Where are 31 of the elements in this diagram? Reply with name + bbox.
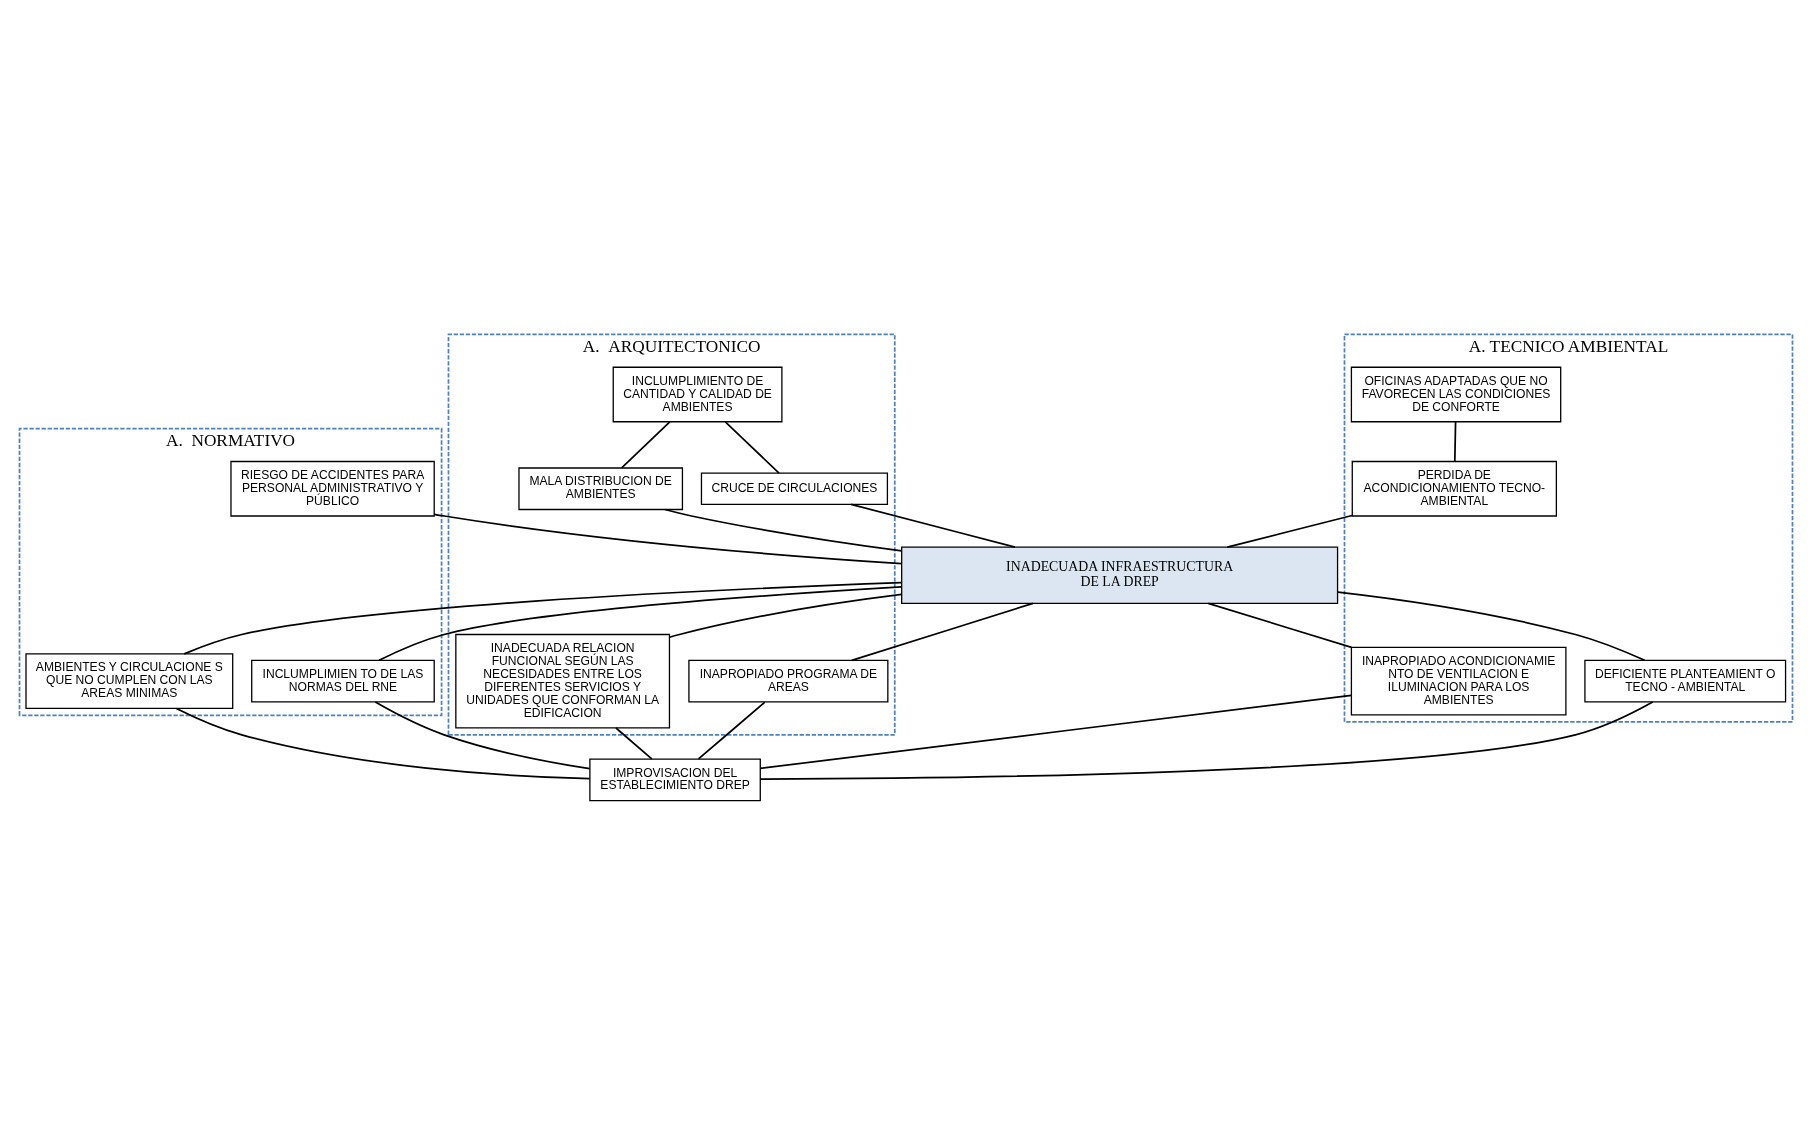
node-box: RIESGO DE ACCIDENTES PARA PERSONAL ADMINISTRATIVO Y PÚBLICO (230, 460, 435, 517)
connector (1336, 590, 1646, 661)
node-box: OFICINAS ADAPTADAS QUE NO FAVORECEN LAS CONDICIONES DE CONFORTE (1350, 366, 1562, 422)
connector (724, 420, 780, 474)
node-box: CRUCE DE CIRCULACIONES (700, 472, 889, 505)
node-box: INADECUADA INFRAESTRUCTURA DE LA DREP (901, 546, 1339, 604)
node-box: INADECUADA RELACION FUNCIONAL SEGÚN LAS NECESIDADES ENTRE LOS DIFERENTES SERVICIOS Y UNIDADES QUE CONFORMAN LA EDIFICACION (455, 633, 671, 729)
connector (850, 602, 1034, 661)
connector (378, 585, 903, 661)
node-box: INAPROPIADO PROGRAMA DE AREAS (688, 659, 889, 703)
connector (433, 512, 903, 564)
node-box: INCLUMPLIMIEN TO DE LAS NORMAS DEL RNE (251, 659, 435, 703)
node-box: MALA DISTRIBUCION DE AMBIENTES (518, 466, 684, 510)
connector (374, 700, 591, 770)
node-box: DEFICIENTE PLANTEAMIENT O TECNO - AMBIENTAL (1584, 659, 1787, 703)
node-box: INCLUMPLIMIENTO DE CANTIDAD Y CALIDAD DE AMBIENTES (612, 366, 783, 422)
connector (1226, 514, 1353, 548)
connector (850, 503, 1016, 548)
connector (668, 593, 903, 638)
connector (697, 700, 766, 760)
connector (1453, 420, 1457, 462)
connector (183, 581, 903, 655)
connector (664, 508, 903, 552)
connector (1207, 602, 1353, 648)
node-box: IMPROVISACION DEL ESTABLECIMIENTO DREP (589, 757, 761, 801)
connector (620, 420, 671, 469)
node-box: AMBIENTES Y CIRCULACIONE S QUE NO CUMPLEN CON LAS AREAS MINIMAS (25, 652, 234, 709)
node-box: PERDIDA DE ACONDICIONAMIENTO TECNO- AMBIENTAL (1351, 460, 1558, 517)
node-box: INAPROPIADO ACONDICIONAMIE NTO DE VENTILACION E ILUMINACION PARA LOS AMBIENTES (1350, 646, 1567, 716)
connector (175, 707, 591, 779)
connector (759, 693, 1353, 769)
